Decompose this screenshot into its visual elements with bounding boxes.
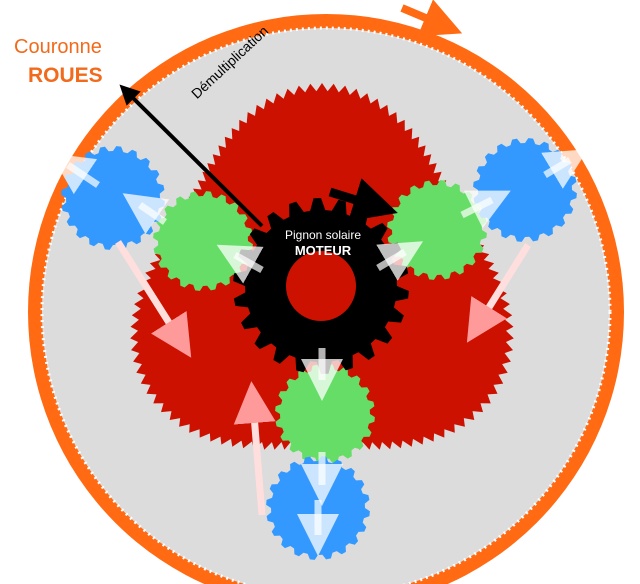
sun-rotation-arrow	[328, 178, 398, 222]
ring-output-label: ROUES	[28, 64, 103, 87]
sun-input-label: MOTEUR	[294, 243, 352, 258]
pink-arrow	[466, 243, 531, 343]
planet-gear-right	[387, 180, 487, 280]
ring-rotation-arrow	[400, 0, 463, 37]
reduction-arrow	[119, 84, 264, 228]
ring-label: Couronne	[14, 36, 102, 58]
planet-gear-bottom	[275, 364, 375, 464]
pink-arrows	[115, 240, 531, 516]
white-arrow	[216, 244, 264, 284]
wheel-gear-top-right	[473, 138, 577, 242]
pink-arrow	[233, 381, 276, 516]
white-arrow	[122, 193, 170, 235]
white-arrow	[460, 190, 511, 229]
white-arrow	[50, 153, 100, 195]
white-arrows	[50, 149, 589, 556]
wheel-gear-top-left	[61, 146, 165, 250]
pink-arrow	[115, 240, 192, 358]
sun-gear-hub	[286, 251, 356, 321]
white-arrow	[376, 241, 424, 281]
sun-label: Pignon solaire	[284, 228, 362, 242]
white-arrow	[541, 149, 589, 189]
